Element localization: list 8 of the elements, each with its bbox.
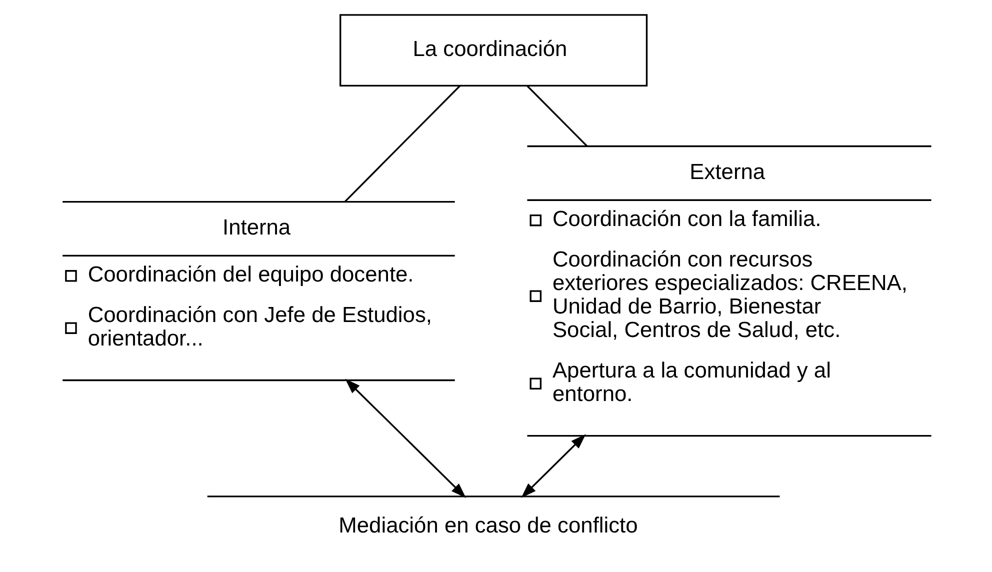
node-text: Externa Coordinación con la familia. Coordinación con recursos exteriores especializados: CREENA, Unidad de Barrio, Bienestar Social, Centros de Salud, etc. Apertura a la comunidad y al entorno. xyxy=(552,158,907,406)
connector xyxy=(344,85,460,202)
arrow xyxy=(520,434,586,498)
node-text: Mediación en caso de conflicto xyxy=(338,512,638,538)
node-text: Interna Coordinación del equipo docente. Coordinación con Jefe de Estudios, orientador... xyxy=(87,214,432,351)
connector xyxy=(526,85,587,147)
arrow xyxy=(344,378,466,498)
node-box: La coordinación xyxy=(339,14,648,86)
